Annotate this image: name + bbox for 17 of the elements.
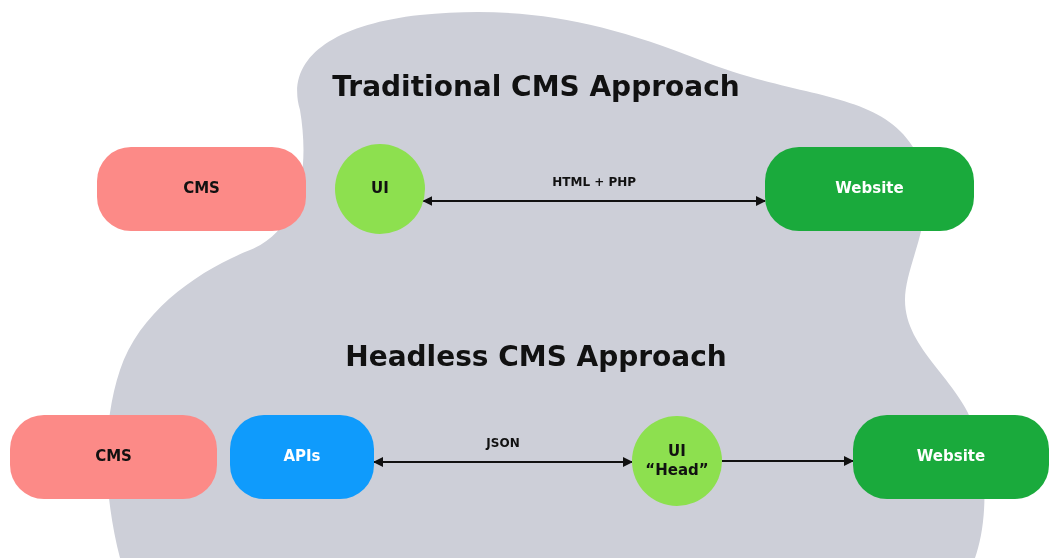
- node-label: UI: [371, 179, 389, 199]
- arrow: [422, 196, 766, 206]
- apis-box: [230, 415, 374, 499]
- node-label: CMS: [95, 447, 132, 467]
- node-label: UI “Head”: [645, 441, 709, 481]
- node-label: Website: [916, 447, 986, 467]
- arrow: [373, 457, 633, 467]
- website-box: [765, 147, 974, 231]
- node-label: CMS: [183, 179, 220, 199]
- cms-box: [97, 147, 306, 231]
- cms-box: [10, 415, 217, 499]
- node-label: APIs: [283, 447, 321, 467]
- section-heading: Headless CMS Approach: [345, 340, 727, 373]
- website-box: [853, 415, 1049, 499]
- arrow: [721, 456, 854, 466]
- node-label: Website: [835, 179, 904, 199]
- section-heading: Traditional CMS Approach: [332, 70, 740, 103]
